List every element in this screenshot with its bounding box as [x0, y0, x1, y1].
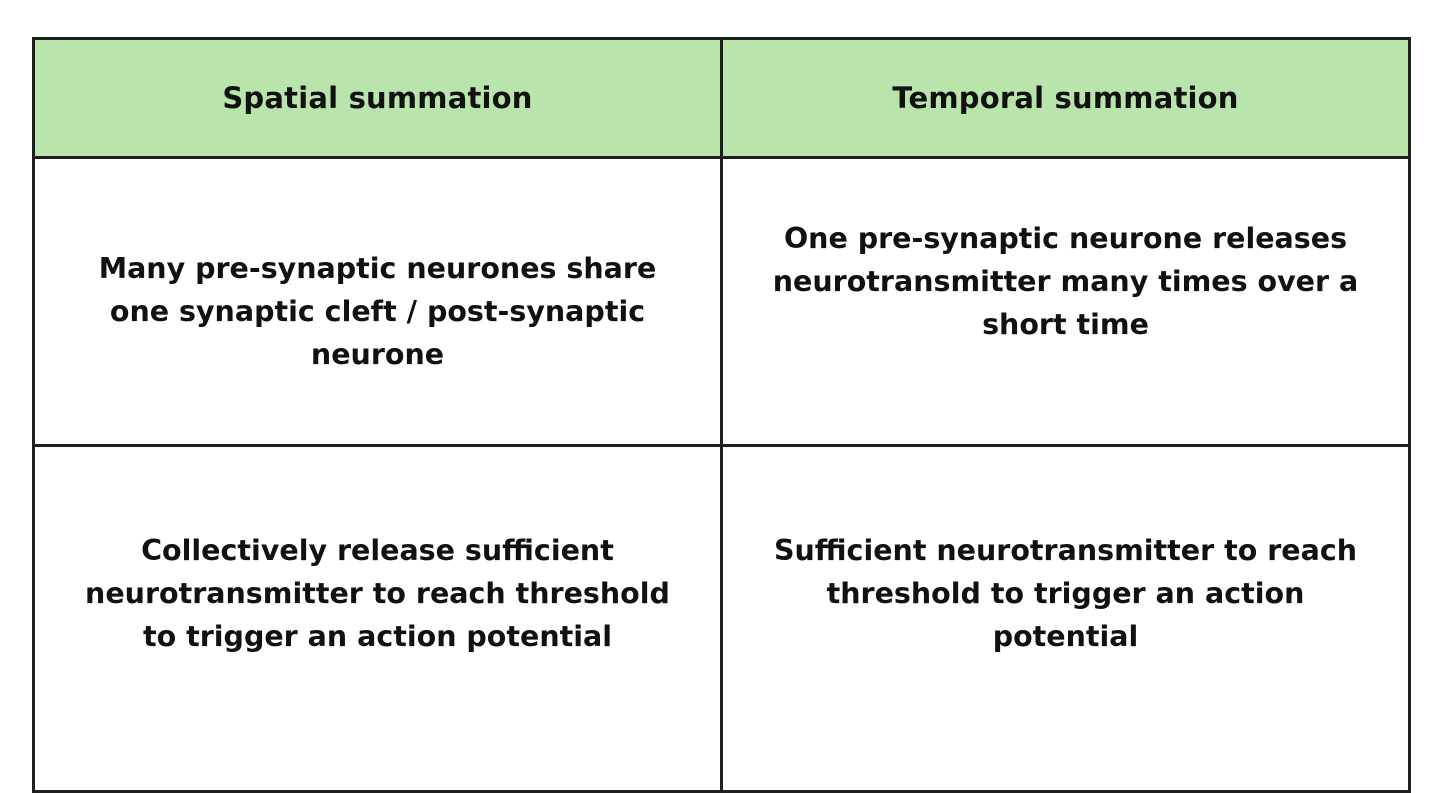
table-header: Spatial summation Temporal summation: [32, 37, 1411, 159]
header-temporal-summation: Temporal summation: [720, 37, 1411, 159]
table-body: Many pre-synaptic neurones share one syn…: [32, 156, 1411, 793]
table-row: Many pre-synaptic neurones share one syn…: [32, 156, 1411, 447]
table-row: Collectively release sufficient neurotra…: [32, 444, 1411, 793]
summation-comparison-table: Spatial summation Temporal summation Man…: [32, 37, 1411, 793]
temporal-description-cell: One pre-synaptic neurone releases neurot…: [720, 156, 1411, 447]
spatial-description-cell: Many pre-synaptic neurones share one syn…: [32, 156, 723, 447]
temporal-outcome-cell: Sufficient neurotransmitter to reach thr…: [720, 444, 1411, 793]
header-row: Spatial summation Temporal summation: [32, 37, 1411, 159]
header-spatial-summation: Spatial summation: [32, 37, 723, 159]
spatial-outcome-cell: Collectively release sufficient neurotra…: [32, 444, 723, 793]
